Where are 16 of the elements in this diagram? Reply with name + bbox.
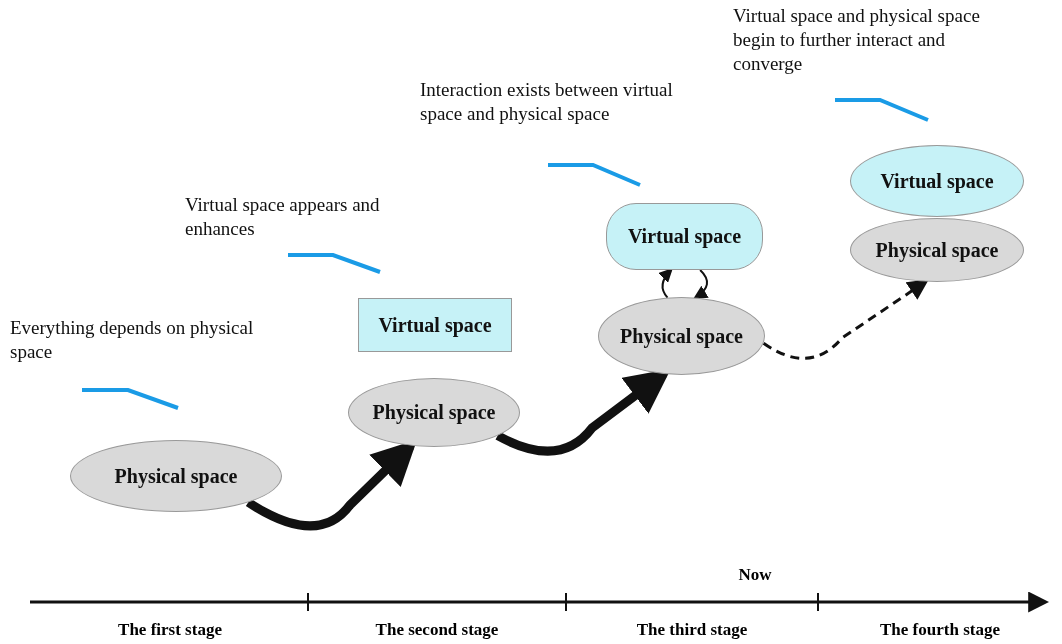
stage-description: Interaction exists between virtual space and physical space xyxy=(420,78,674,126)
stage-description: Everything depends on physical space xyxy=(10,316,255,364)
now-marker-label: Now xyxy=(738,565,772,585)
virtual-space-box: Virtual space xyxy=(358,298,512,352)
virtual-space-box: Virtual space xyxy=(606,203,763,270)
stage-label: The third stage xyxy=(636,620,748,640)
physical-space-ellipse: Physical space xyxy=(70,440,282,512)
stage-description: Virtual space and physical space begin to further interact and converge xyxy=(733,4,981,76)
physical-space-ellipse: Physical space xyxy=(598,297,765,375)
stage-description: Virtual space appears and enhances xyxy=(185,193,381,241)
stage-label: The fourth stage xyxy=(880,620,1000,640)
stage-label: The second stage xyxy=(375,620,499,640)
stage-label: The first stage xyxy=(118,620,222,640)
physical-space-ellipse: Physical space xyxy=(348,378,520,447)
virtual-space-ellipse: Virtual space xyxy=(850,145,1024,217)
physical-space-ellipse: Physical space xyxy=(850,218,1024,282)
